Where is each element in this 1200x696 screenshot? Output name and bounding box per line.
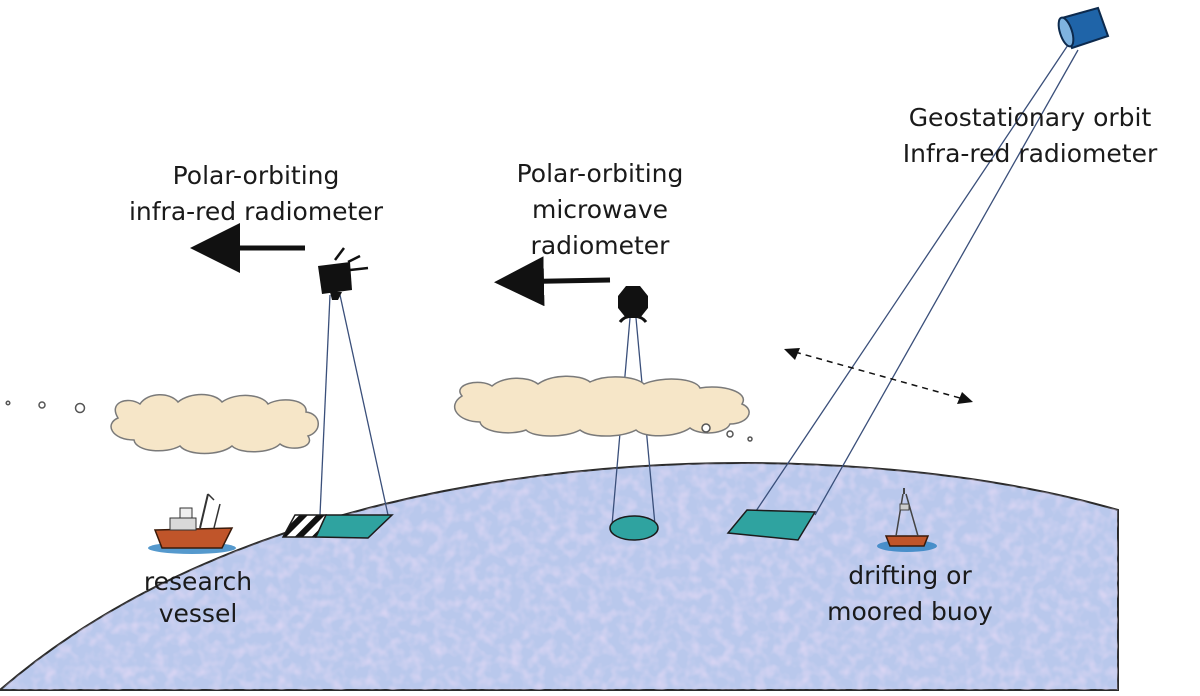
polar-mw-motion-arrow — [494, 256, 611, 307]
vessel-label-line2: vessel — [159, 599, 238, 628]
polar-ir-label-line2: infra-red radiometer — [129, 197, 384, 226]
polar-ir-satellite-icon — [318, 247, 369, 300]
research-vessel-icon — [148, 493, 236, 554]
polar-ir-view-cone — [319, 294, 389, 516]
polar-mw-satellite-icon — [618, 286, 648, 324]
polar-ir-footprint — [281, 514, 394, 539]
vessel-label-line1: research — [144, 567, 252, 596]
buoy-icon — [877, 488, 937, 552]
polar-mw-label-line1: Polar-orbiting — [517, 159, 684, 188]
cloud-trail-dots-left — [5, 400, 86, 414]
polar-ir-label-line1: Polar-orbiting — [173, 161, 340, 190]
geostationary-satellite-icon — [1057, 6, 1110, 50]
ocean-surface — [0, 462, 1119, 691]
polar-mw-footprint — [609, 515, 659, 541]
geo-label-line1: Geostationary orbit — [909, 103, 1152, 132]
polar-mw-label-line3: radiometer — [531, 231, 671, 260]
cloud-left — [110, 393, 319, 455]
geo-label-line2: Infra-red radiometer — [903, 139, 1158, 168]
buoy-label-line1: drifting or — [848, 561, 972, 590]
geo-footprint — [726, 509, 817, 541]
cloud-trail-dots-right — [701, 423, 753, 442]
geo-view-cone — [749, 44, 1079, 521]
geo-motion-double-arrow — [784, 348, 973, 404]
buoy-label-line2: moored buoy — [827, 597, 993, 626]
cloud-middle — [454, 375, 750, 437]
polar-mw-label-line2: microwave — [532, 195, 668, 224]
